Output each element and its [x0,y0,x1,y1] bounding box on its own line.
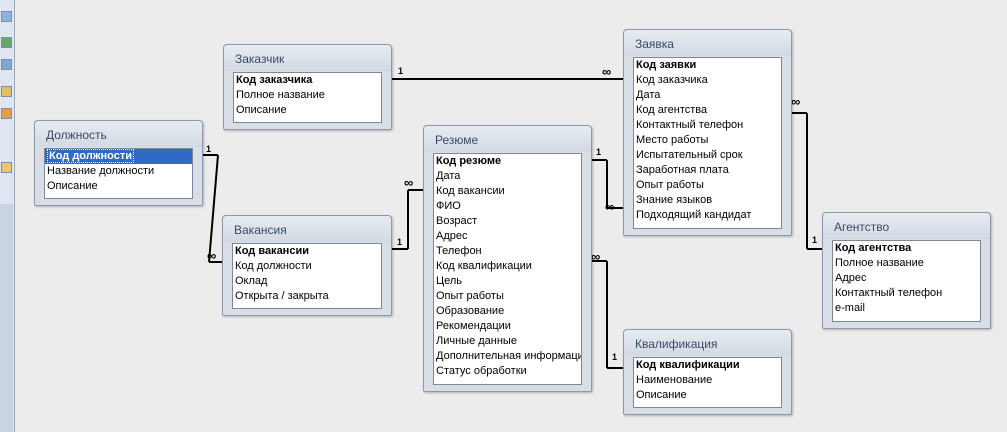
field-opisanie[interactable]: Описание [636,389,687,401]
field-list[interactable]: Код квалификации Наименование Описание [633,357,782,408]
field-list[interactable]: Код вакансии Код должности Оклад Открыта… [232,243,382,309]
field-kod-dolzhnosti[interactable]: Код должности [45,149,192,164]
table-kvalifikatsiya[interactable]: Квалификация Код квалификации Наименован… [623,329,792,415]
field-kod-rezyume[interactable]: Код резюме [436,155,502,167]
table-zakazchik[interactable]: Заказчик Код заказчика Полное название О… [223,44,392,130]
field-obrazovanie[interactable]: Образование [436,305,505,317]
field-rekomendatsii[interactable]: Рекомендации [436,320,511,332]
table-title[interactable]: Вакансия [223,216,391,242]
field-kontaktnyi-telefon[interactable]: Контактный телефон [835,287,943,299]
field-list[interactable]: Код агентства Полное название Адрес Конт… [832,240,981,322]
field-fio[interactable]: ФИО [436,200,461,212]
field-kod-kvalifikatsii[interactable]: Код квалификации [436,260,532,272]
reports-object-icon[interactable] [1,86,12,97]
field-zarabotnaya-plata[interactable]: Заработная плата [636,164,729,176]
field-data[interactable]: Дата [436,170,461,182]
field-polnoe-nazvanie[interactable]: Полное название [236,89,325,101]
field-list[interactable]: Код должности Название должности Описани… [44,148,193,199]
field-kod-agentstva[interactable]: Код агентства [835,242,912,254]
table-dolzhnost[interactable]: Должность Код должности Название должнос… [34,120,203,206]
field-kod-zayavki[interactable]: Код заявки [636,59,697,71]
field-opyt-raboty[interactable]: Опыт работы [636,179,704,191]
field-kod-vakansii[interactable]: Код вакансии [436,185,505,197]
field-kod-vakansii[interactable]: Код вакансии [235,245,309,257]
pages-object-icon[interactable] [1,108,12,119]
field-kod-agentstva[interactable]: Код агентства [636,104,708,116]
table-title[interactable]: Квалификация [624,330,791,356]
field-data[interactable]: Дата [636,89,661,101]
field-opisanie[interactable]: Описание [47,180,98,192]
field-kod-zakazchika[interactable]: Код заказчика [636,74,708,86]
macros-object-icon[interactable] [1,162,12,173]
table-vakansiya[interactable]: Вакансия Код вакансии Код должности Окла… [222,215,392,316]
field-otkryta-zakryta[interactable]: Открыта / закрыта [235,290,329,302]
field-list[interactable]: Код резюме Дата Код вакансии ФИО Возраст… [433,153,582,385]
left-toolbar [0,0,15,432]
field-list[interactable]: Код заказчика Полное название Описание [233,72,382,123]
field-list[interactable]: Код заявки Код заказчика Дата Код агентс… [633,57,782,229]
field-kontaktnyi-telefon[interactable]: Контактный телефон [636,119,744,131]
forms-object-icon[interactable] [1,59,12,70]
field-adres[interactable]: Адрес [436,230,468,242]
field-kod-dolzhnosti[interactable]: Код должности [235,260,312,272]
field-nazvanie-dolzhnosti[interactable]: Название должности [47,165,155,177]
field-lichnye-dannye[interactable]: Личные данные [436,335,517,347]
field-ispytatelnyi-srok[interactable]: Испытательный срок [636,149,743,161]
table-zayavka[interactable]: Заявка Код заявки Код заказчика Дата Код… [623,29,792,236]
field-oklad[interactable]: Оклад [235,275,268,287]
selected-field-label: Код должности [47,149,135,163]
table-title[interactable]: Заказчик [224,45,391,71]
field-podkhodyashchii-kandidat[interactable]: Подходящий кандидат [636,209,752,221]
table-title[interactable]: Заявка [624,30,791,56]
field-tsel[interactable]: Цель [436,275,463,287]
field-telefon[interactable]: Телефон [436,245,482,257]
field-dopolnitelnaya-informatsiya[interactable]: Дополнительная информация [436,350,582,362]
field-opyt-raboty[interactable]: Опыт работы [436,290,504,302]
field-mesto-raboty[interactable]: Место работы [636,134,709,146]
table-title[interactable]: Резюме [424,126,591,152]
toolbar-lower-panel [0,204,13,432]
field-opisanie[interactable]: Описание [236,104,287,116]
queries-object-icon[interactable] [1,37,12,48]
field-polnoe-nazvanie[interactable]: Полное название [835,257,924,269]
field-status-obrabotki[interactable]: Статус обработки [436,365,527,377]
field-vozrast[interactable]: Возраст [436,215,478,227]
field-kod-zakazchika[interactable]: Код заказчика [236,74,313,86]
field-naimenovanie[interactable]: Наименование [636,374,713,386]
table-title[interactable]: Должность [35,121,202,147]
tables-object-icon[interactable] [1,11,12,22]
field-adres[interactable]: Адрес [835,272,867,284]
field-kod-kvalifikatsii[interactable]: Код квалификации [636,359,740,371]
field-znanie-yazykov[interactable]: Знание языков [636,194,713,206]
table-rezyume[interactable]: Резюме Код резюме Дата Код вакансии ФИО … [423,125,592,392]
table-agentstvo[interactable]: Агентство Код агентства Полное название … [822,212,991,329]
field-email[interactable]: e-mail [835,302,865,314]
table-title[interactable]: Агентство [823,213,990,239]
